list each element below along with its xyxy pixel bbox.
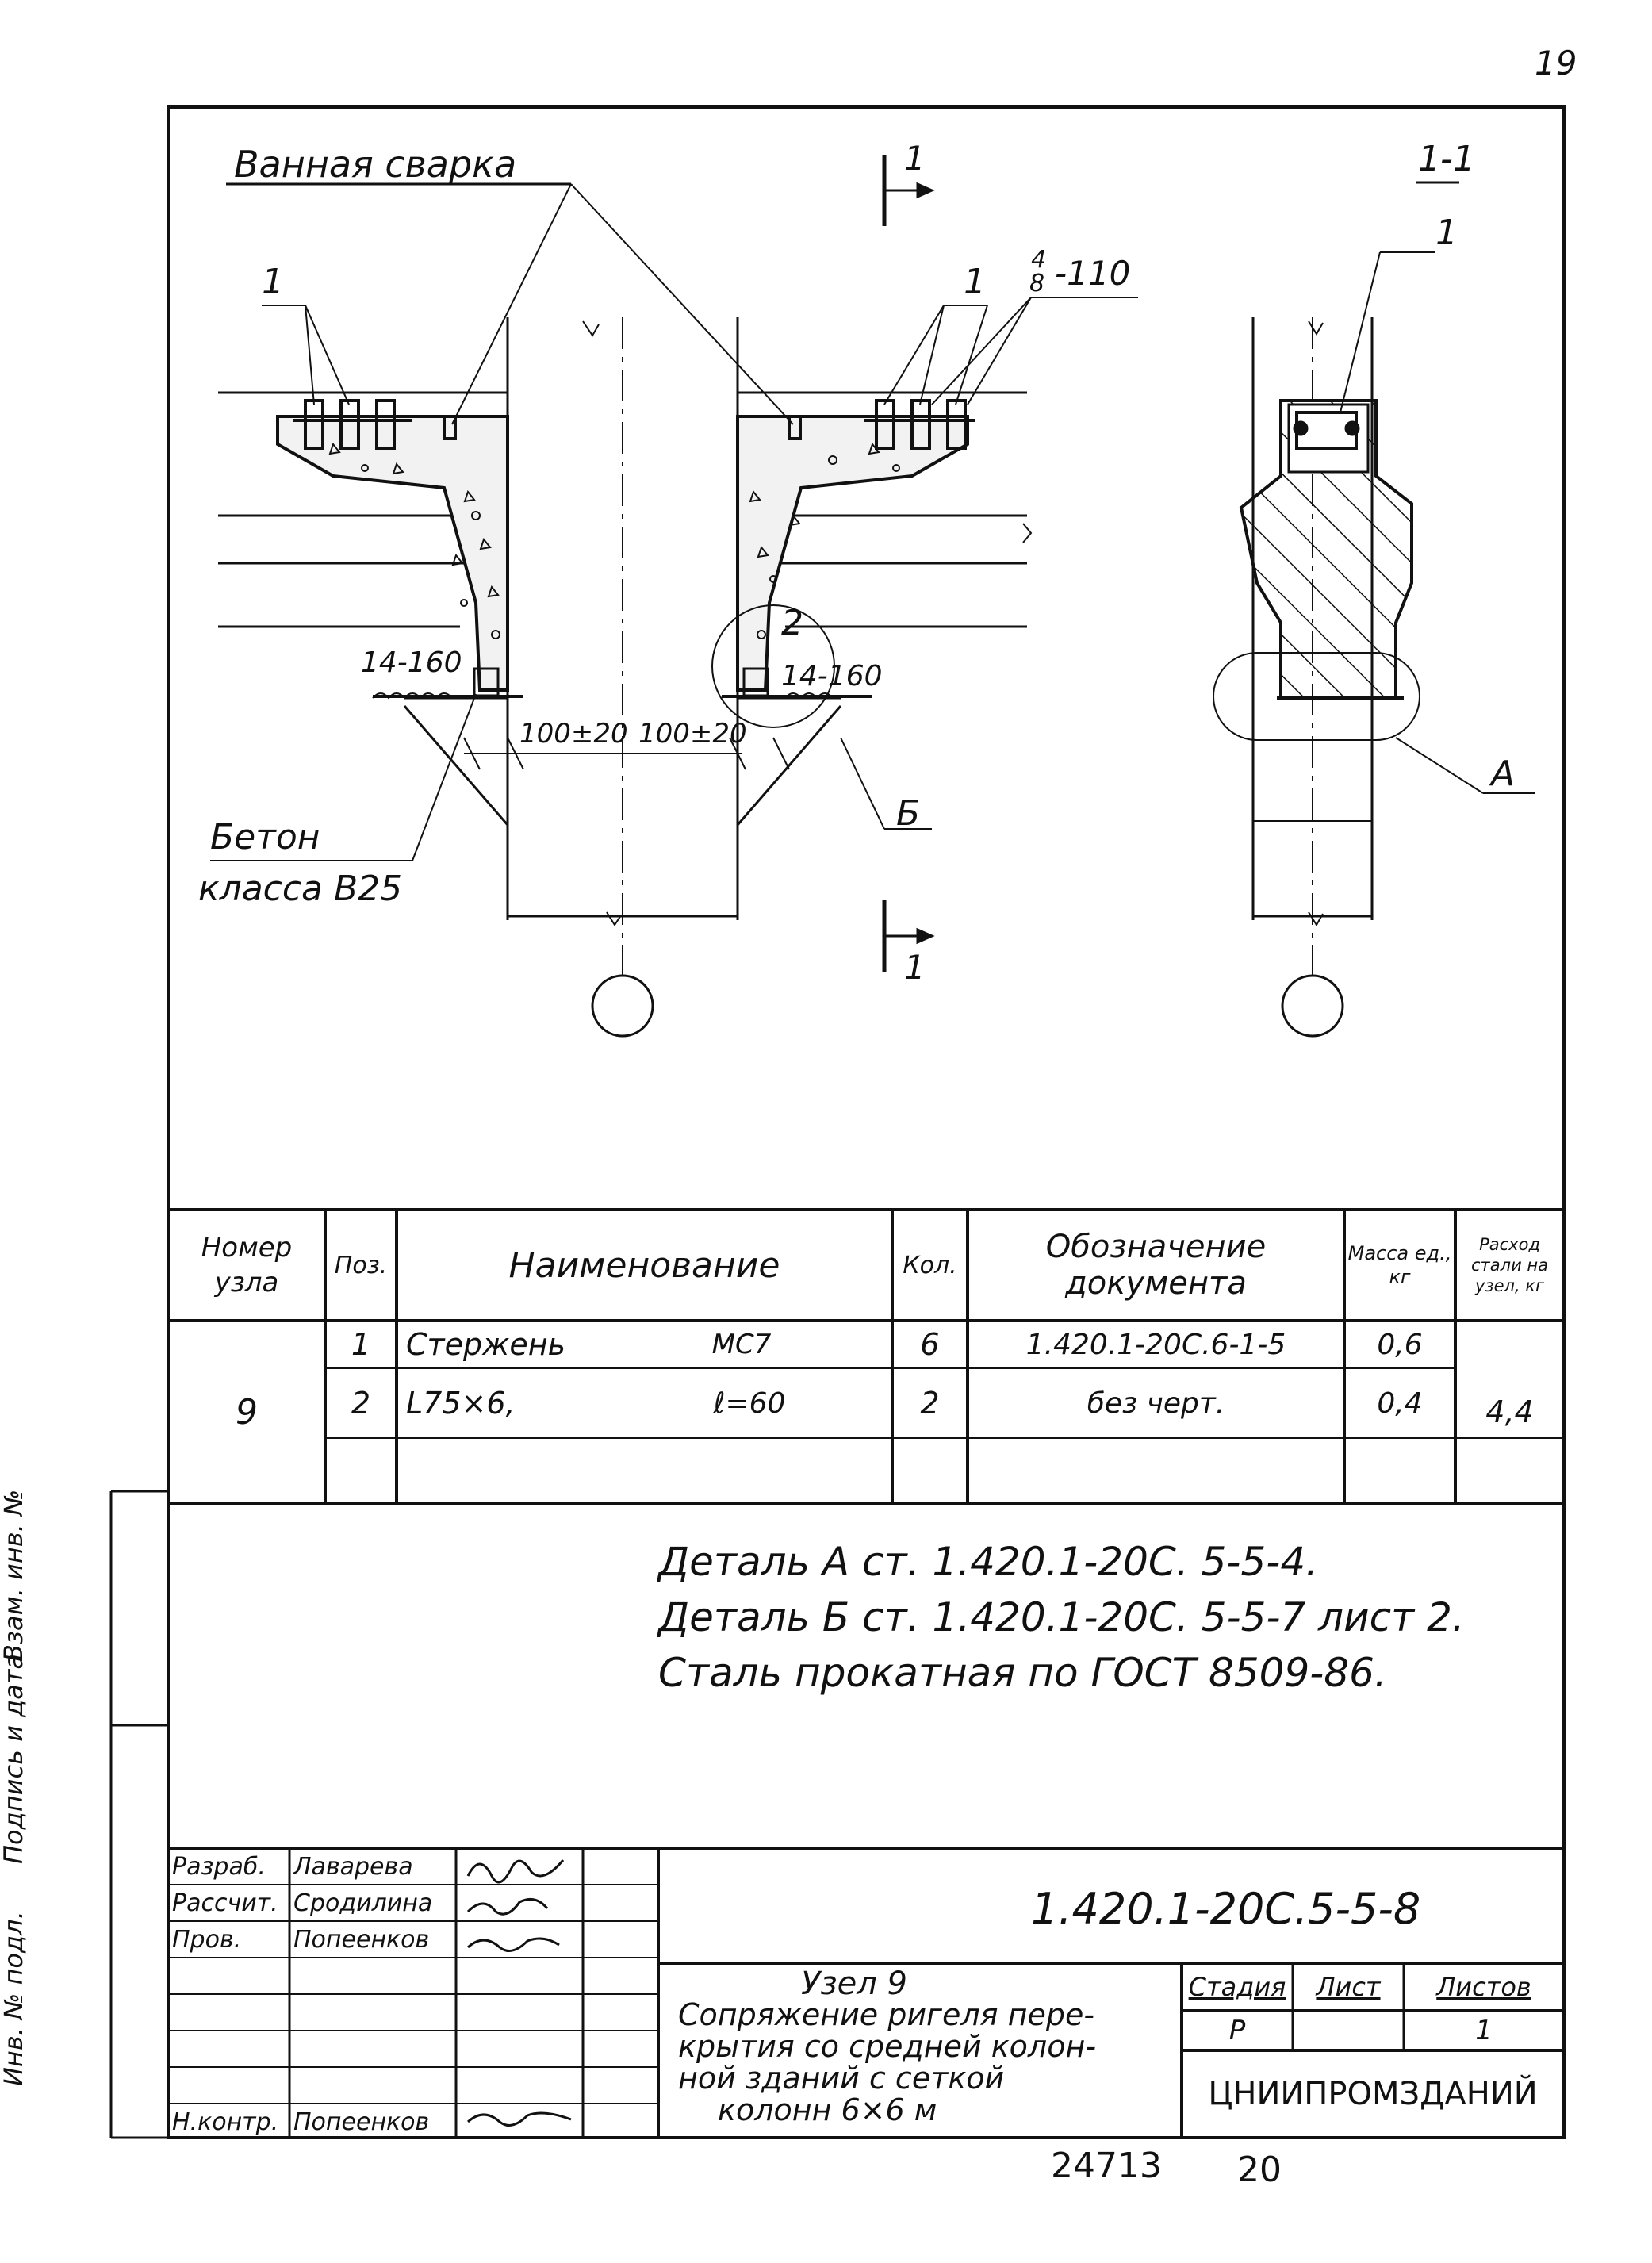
row-2-pos: 2: [351, 1386, 371, 1421]
position-2: 2: [781, 603, 803, 643]
row-1-mass: 0,6: [1377, 1328, 1423, 1361]
stage-value: Р: [1228, 2015, 1246, 2046]
detail-b-label: Б: [896, 793, 921, 834]
concrete-label-line1: Бетон: [210, 817, 320, 857]
section-view: [1213, 181, 1535, 1038]
side-stamp-inv-no: Инв. № подл.: [0, 1911, 29, 2086]
sheets-value: 1: [1475, 2015, 1493, 2046]
weld-left-label: 14-160: [361, 646, 462, 679]
sheet-label: Лист: [1316, 1972, 1381, 2002]
dimension-right: 100±20: [638, 718, 747, 750]
row-1-qty: 6: [920, 1327, 940, 1362]
steel-total: 4,4: [1485, 1394, 1534, 1429]
side-stamp-sign-date: Подпись и дата: [0, 1653, 29, 1864]
position-1-section: 1: [1435, 213, 1458, 253]
note-line-2: Деталь Б ст. 1.420.1-20С. 5-5-7 лист 2.: [658, 1594, 1465, 1640]
title-block-grid: [168, 1847, 1564, 2138]
sheets-label: Листов: [1436, 1972, 1531, 2002]
header-doc: Обозначение документа: [1045, 1229, 1267, 1302]
title-line-2: Сопряжение ригеля пере-: [678, 1997, 1095, 2032]
header-mass-unit: Масса ед., кг: [1347, 1242, 1452, 1288]
stage-label: Стадия: [1188, 1972, 1286, 2002]
name-8: Попеенков: [293, 2108, 430, 2136]
section-title: 1-1: [1418, 139, 1475, 179]
document-designation: 1.420.1-20С.5-5-8: [1031, 1884, 1421, 1934]
row-1-mark: МС7: [711, 1329, 772, 1360]
row-2-qty: 2: [920, 1386, 940, 1421]
row-1-name: Стержень: [406, 1327, 566, 1362]
row-2-mass: 0,4: [1377, 1387, 1423, 1420]
sheet-value: [1293, 2011, 1404, 2050]
name-2: Сродилина: [293, 1889, 433, 1917]
section-mark-bottom: 1: [904, 948, 926, 987]
node-number: 9: [236, 1391, 258, 1433]
detail-b-circle: [711, 604, 835, 728]
section-mark-top: 1: [904, 139, 926, 178]
header-node-no: Номер узла: [201, 1232, 293, 1298]
concrete-label-line2: класса В25: [198, 869, 403, 909]
position-1-right: 1: [964, 262, 986, 302]
signatures: [466, 1859, 572, 2127]
header-name: Наименование: [508, 1245, 780, 1286]
title-line-4: ной зданий с сеткой: [678, 2061, 1005, 2096]
note-line-3: Сталь прокатная по ГОСТ 8509-86.: [658, 1650, 1387, 1696]
footer-page: 20: [1237, 2150, 1282, 2190]
row-1-pos: 1: [351, 1327, 371, 1362]
sheet-frame: [167, 105, 1566, 2139]
welding-label: Ванная сварка: [234, 143, 517, 186]
header-steel-per-node: Расход стали на узел, кг: [1471, 1235, 1548, 1295]
rebar-fraction-bottom: 8: [1029, 270, 1045, 297]
spec-table-grid: [168, 1208, 1564, 1505]
role-3: Пров.: [172, 1926, 242, 1954]
title-line-1: Узел 9: [801, 1966, 907, 2002]
side-stamp-replace-inv: Взам. инв. №: [0, 1489, 29, 1662]
row-2-name: L75×6,: [406, 1386, 516, 1421]
rebar-spacing: -110: [1055, 254, 1131, 293]
rebar-fraction-top: 4: [1031, 246, 1047, 274]
position-1-left: 1: [262, 262, 284, 302]
note-line-1: Деталь А ст. 1.420.1-20С. 5-5-4.: [658, 1539, 1319, 1585]
organization: ЦНИИПРОМЗДАНИЙ: [1208, 2076, 1538, 2112]
weld-right-label: 14-160: [781, 660, 883, 692]
name-3: Попеенков: [293, 1926, 430, 1954]
header-pos: Поз.: [334, 1251, 388, 1279]
role-8: Н.контр.: [172, 2108, 279, 2136]
row-2-doc: без черт.: [1087, 1387, 1225, 1420]
row-1-doc: 1.420.1-20С.6-1-5: [1025, 1328, 1286, 1361]
header-qty: Кол.: [903, 1251, 957, 1279]
row-2-mark: ℓ=60: [713, 1387, 786, 1420]
dimension-left: 100±20: [519, 718, 628, 750]
title-line-3: крытия со средней колон-: [678, 2029, 1097, 2064]
page-number: 19: [1535, 44, 1577, 82]
inventory-number: 24713: [1051, 2146, 1162, 2186]
front-view: [210, 155, 1138, 1038]
title-line-5: колонн 6×6 м: [718, 2092, 937, 2127]
detail-a-oval: [1213, 652, 1420, 741]
role-1: Разраб.: [172, 1853, 266, 1881]
name-1: Лаварева: [293, 1853, 413, 1881]
detail-a-label: А: [1491, 754, 1516, 794]
role-2: Рассчит.: [172, 1889, 278, 1917]
